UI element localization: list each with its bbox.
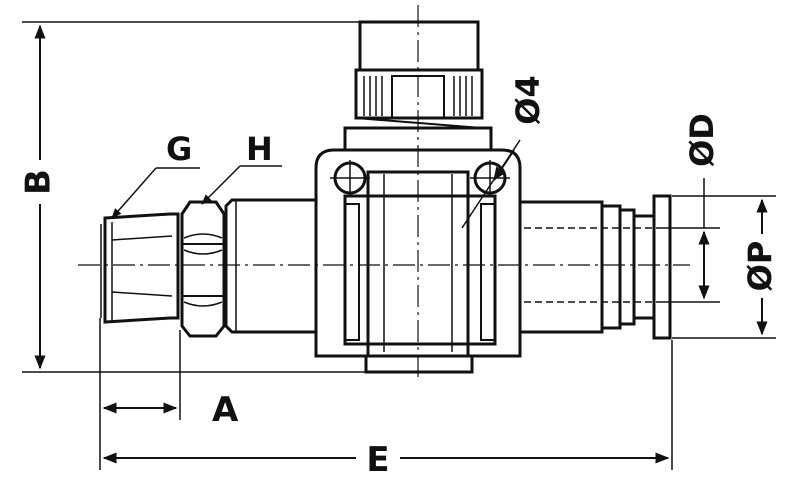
dimension-b <box>22 21 380 373</box>
dimension-e <box>102 340 673 478</box>
label-b: B <box>19 169 59 195</box>
dimension-phid <box>660 178 720 303</box>
valve-knob <box>343 20 493 152</box>
leader-h <box>201 165 282 205</box>
label-phid: ØD <box>683 113 721 167</box>
label-php: ØP <box>741 241 779 292</box>
release-collar <box>652 194 672 340</box>
right-tube <box>518 200 660 334</box>
left-tube <box>224 198 318 334</box>
label-e: E <box>366 440 389 480</box>
leader-phi4 <box>461 139 521 229</box>
dimension-a <box>99 318 181 470</box>
hex-nut <box>180 200 226 338</box>
label-g: G <box>166 130 192 168</box>
threaded-end <box>100 212 180 324</box>
label-h: H <box>246 130 273 168</box>
dimension-php <box>672 195 780 339</box>
leader-g <box>111 167 200 219</box>
label-phi4: Ø4 <box>509 75 547 124</box>
label-a: A <box>212 390 239 430</box>
valve-body <box>314 148 522 374</box>
